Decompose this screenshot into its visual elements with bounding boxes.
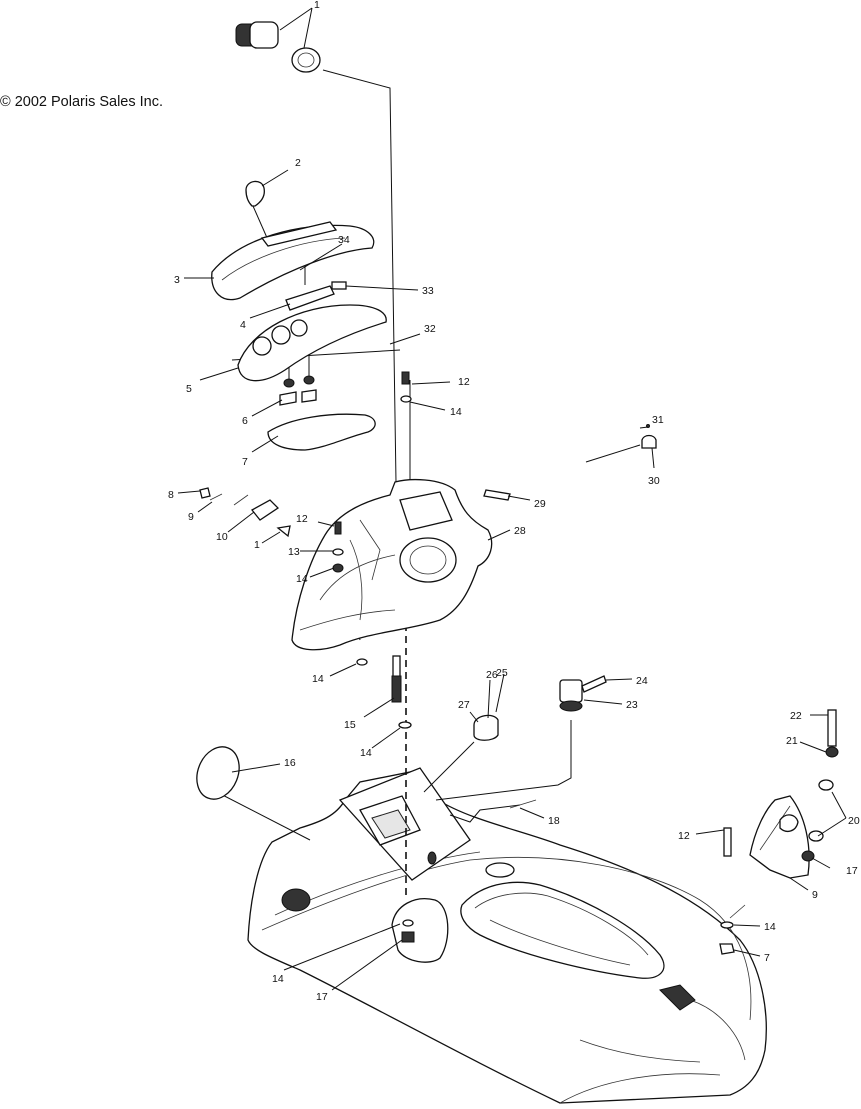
callout-28: 28 xyxy=(514,525,526,537)
copyright-notice: © 2002 Polaris Sales Inc. xyxy=(0,94,164,110)
callout-1-left: 1 xyxy=(254,539,260,551)
callout-7-top: 7 xyxy=(242,456,248,468)
callout-2: 2 xyxy=(295,157,301,169)
callout-12-mid: 12 xyxy=(296,513,308,525)
part-6-nuts xyxy=(279,375,317,406)
part-1-safety-key xyxy=(235,21,321,73)
callout-17-right: 17 xyxy=(846,865,858,877)
callout-14-center: 14 xyxy=(360,747,372,759)
part-5-panel xyxy=(237,304,387,382)
part-3-cover xyxy=(211,221,375,301)
part-29-clip xyxy=(483,489,511,501)
callout-6: 6 xyxy=(242,415,248,427)
callout-31: 31 xyxy=(652,414,664,426)
callout-14-top: 14 xyxy=(450,406,462,418)
callout-27: 27 xyxy=(458,699,470,711)
callout-14-right: 14 xyxy=(764,921,776,933)
fasteners-lower xyxy=(401,919,415,943)
leader-lines xyxy=(177,7,847,991)
callout-25: 25 xyxy=(496,667,508,679)
callout-3: 3 xyxy=(174,274,180,286)
callout-13: 13 xyxy=(288,546,300,558)
callout-34: 34 xyxy=(338,234,350,246)
callout-18: 18 xyxy=(548,815,560,827)
part-26-clamp xyxy=(473,714,499,741)
hardware-left xyxy=(199,487,291,538)
callout-14-bottom: 14 xyxy=(272,973,284,985)
callout-22: 22 xyxy=(790,710,802,722)
part-4-bracket xyxy=(285,281,347,311)
callout-23: 23 xyxy=(626,699,638,711)
callout-14-lower-left: 14 xyxy=(312,673,324,685)
callout-12-top: 12 xyxy=(458,376,470,388)
callout-14-mid: 14 xyxy=(296,573,308,585)
callout-4: 4 xyxy=(240,319,246,331)
callout-30: 30 xyxy=(648,475,660,487)
fasteners-top xyxy=(400,371,412,403)
callout-5: 5 xyxy=(186,383,192,395)
callout-20: 20 xyxy=(848,815,860,827)
callout-7-bottom: 7 xyxy=(764,952,770,964)
part-30-fitting xyxy=(641,424,657,449)
part-15-shaft xyxy=(391,655,412,729)
callout-16: 16 xyxy=(284,757,296,769)
callout-15: 15 xyxy=(344,719,356,731)
callout-24: 24 xyxy=(636,675,648,687)
callout-29: 29 xyxy=(534,498,546,510)
part-28-console xyxy=(291,478,493,651)
part-7-plate xyxy=(267,413,376,451)
part-16-ring xyxy=(196,746,240,800)
part-23-fitting xyxy=(559,675,607,712)
callout-10: 10 xyxy=(216,531,228,543)
callout-9-left: 9 xyxy=(188,511,194,523)
callout-21: 21 xyxy=(786,735,798,747)
callout-32: 32 xyxy=(424,323,436,335)
callout-26: 26 xyxy=(486,669,498,681)
fasteners-mid xyxy=(332,521,368,666)
callout-12-right: 12 xyxy=(678,830,690,842)
callout-33: 33 xyxy=(422,285,434,297)
right-mount-bracket xyxy=(719,709,839,955)
part-18-pin xyxy=(509,799,537,809)
callout-17-bottom: 17 xyxy=(316,991,328,1003)
callout-8: 8 xyxy=(168,489,174,501)
callout-labels: 1 2 3 34 33 4 32 5 12 14 6 7 31 30 8 9 2… xyxy=(168,0,860,1003)
hull-body xyxy=(247,767,767,1104)
part-2-knob xyxy=(245,180,269,241)
callout-1: 1 xyxy=(314,0,320,11)
callout-9-right: 9 xyxy=(812,889,818,901)
